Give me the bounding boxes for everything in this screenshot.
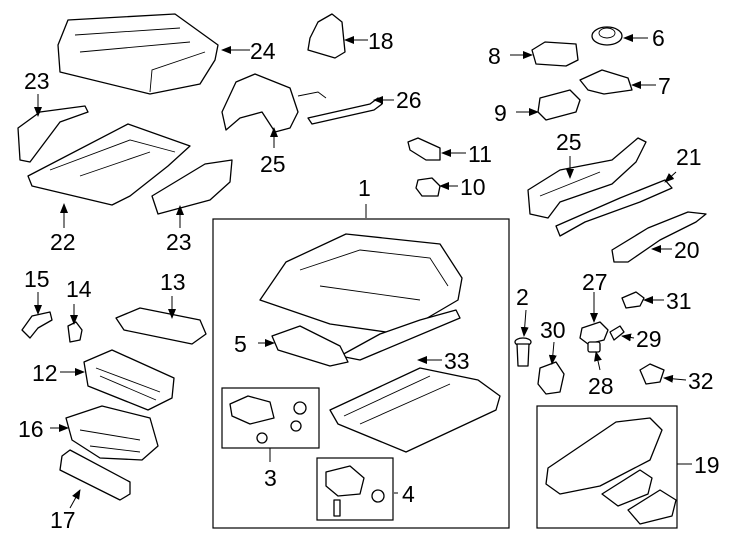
callout-12: 12 [32,360,58,386]
callout-7: 7 [658,73,671,99]
callout-25-left: 25 [260,151,286,177]
callout-2: 2 [516,284,529,310]
part-7-lever [579,69,633,95]
callout-15: 15 [24,266,50,292]
part-21-side-shield [555,179,673,237]
part-30-motor [537,361,565,395]
part-13-shield [115,307,207,345]
part-12-pad [83,349,175,411]
part-1-seat-frame [259,233,463,361]
callout-30: 30 [540,317,566,343]
callout-20: 20 [674,237,700,263]
callout-32: 32 [688,368,714,394]
callout-16: 16 [18,416,44,442]
callout-23-left: 23 [24,68,50,94]
part-25-side-trim [527,137,647,219]
callout-27: 27 [582,269,608,295]
part-8-switch-module [531,41,579,67]
part-4-motor [325,465,385,517]
part-23-bolster-right [151,159,233,215]
callout-14: 14 [66,276,92,302]
part-17-pan [59,449,131,501]
callout-8: 8 [488,43,501,69]
part-16-frame [65,405,159,461]
callout-26: 26 [396,87,422,113]
callout-22: 22 [50,229,76,255]
part-22-seat-base [27,123,191,206]
part-9-motor [537,89,581,121]
part-26-rod [307,97,383,125]
part-27-switch [579,321,609,345]
callout-18: 18 [368,28,394,54]
callout-25-right: 25 [556,129,582,155]
leader-lines [34,34,692,509]
part-33-track [329,367,501,453]
part-32-cover [639,363,665,385]
callout-29: 29 [636,326,662,352]
callout-3: 3 [264,465,277,491]
callout-5: 5 [234,331,247,357]
callout-9: 9 [494,100,507,126]
part-23-bolster-left [17,105,89,163]
callout-1: 1 [358,175,371,201]
callout-6: 6 [652,25,665,51]
callout-33: 33 [444,348,470,374]
callout-23-right: 23 [166,229,192,255]
part-2-pin [514,337,532,367]
part-3-actuator [229,395,307,444]
callout-13: 13 [160,269,186,295]
sub-box-19 [536,405,678,529]
sub-box-4 [316,457,394,521]
part-24-cushion-pad [57,13,219,95]
part-11-bracket [407,137,441,161]
part-25-back-trim [221,73,327,133]
callout-24: 24 [250,38,276,64]
callout-28: 28 [588,373,614,399]
callout-11: 11 [468,141,492,167]
part-10-clip [415,177,441,197]
part-6-knob [591,26,623,46]
part-28-button [587,341,601,353]
assembly-box-1 [212,218,510,529]
part-19-bezel [545,417,677,525]
part-5-bracket [271,325,349,367]
part-20-lower-shield [611,211,707,263]
callout-17: 17 [50,507,76,533]
callout-10: 10 [460,174,486,200]
part-14-fastener [67,321,83,343]
callout-31: 31 [666,288,692,314]
part-31-knob [621,291,645,309]
callout-19: 19 [694,452,720,478]
part-29-cap [609,325,625,341]
part-15-clip [21,311,53,339]
callout-4: 4 [402,481,415,507]
callout-21: 21 [676,144,702,170]
part-18-bracket [307,13,346,59]
